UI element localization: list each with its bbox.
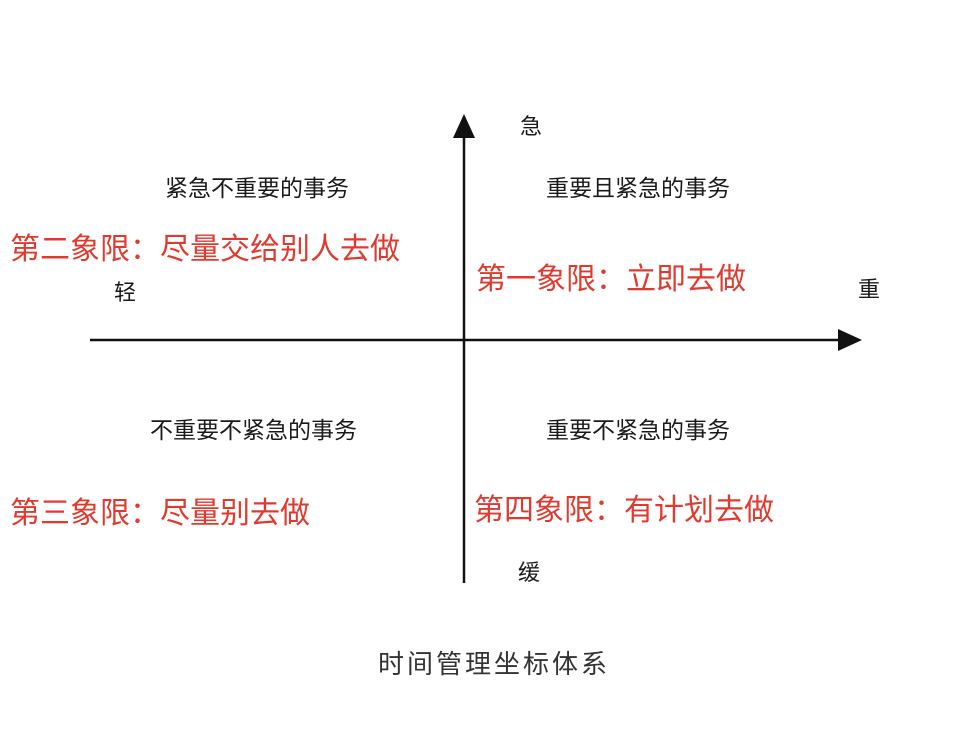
horizontal-axis-arrow [838, 329, 862, 351]
axis-label-unimportant: 轻 [114, 281, 137, 306]
axis-label-urgent: 急 [520, 115, 543, 140]
quadrant-1-advice: 第一象限：立即去做 [476, 262, 746, 297]
quadrant-3-title: 不重要不紧急的事务 [150, 418, 357, 444]
quadrant-2-advice: 第二象限：尽量交给别人去做 [10, 232, 400, 267]
axis-label-non-urgent: 缓 [518, 561, 541, 586]
quadrant-4-advice: 第四象限：有计划去做 [474, 493, 774, 528]
vertical-axis-arrow [453, 114, 475, 138]
quadrant-2-title: 紧急不重要的事务 [165, 176, 349, 202]
diagram-caption: 时间管理坐标体系 [378, 650, 611, 680]
quadrant-3-advice: 第三象限：尽量别去做 [10, 496, 310, 531]
axis-label-important: 重 [858, 278, 881, 303]
quadrant-1-title: 重要且紧急的事务 [546, 176, 730, 202]
quadrant-4-title: 重要不紧急的事务 [546, 418, 730, 444]
